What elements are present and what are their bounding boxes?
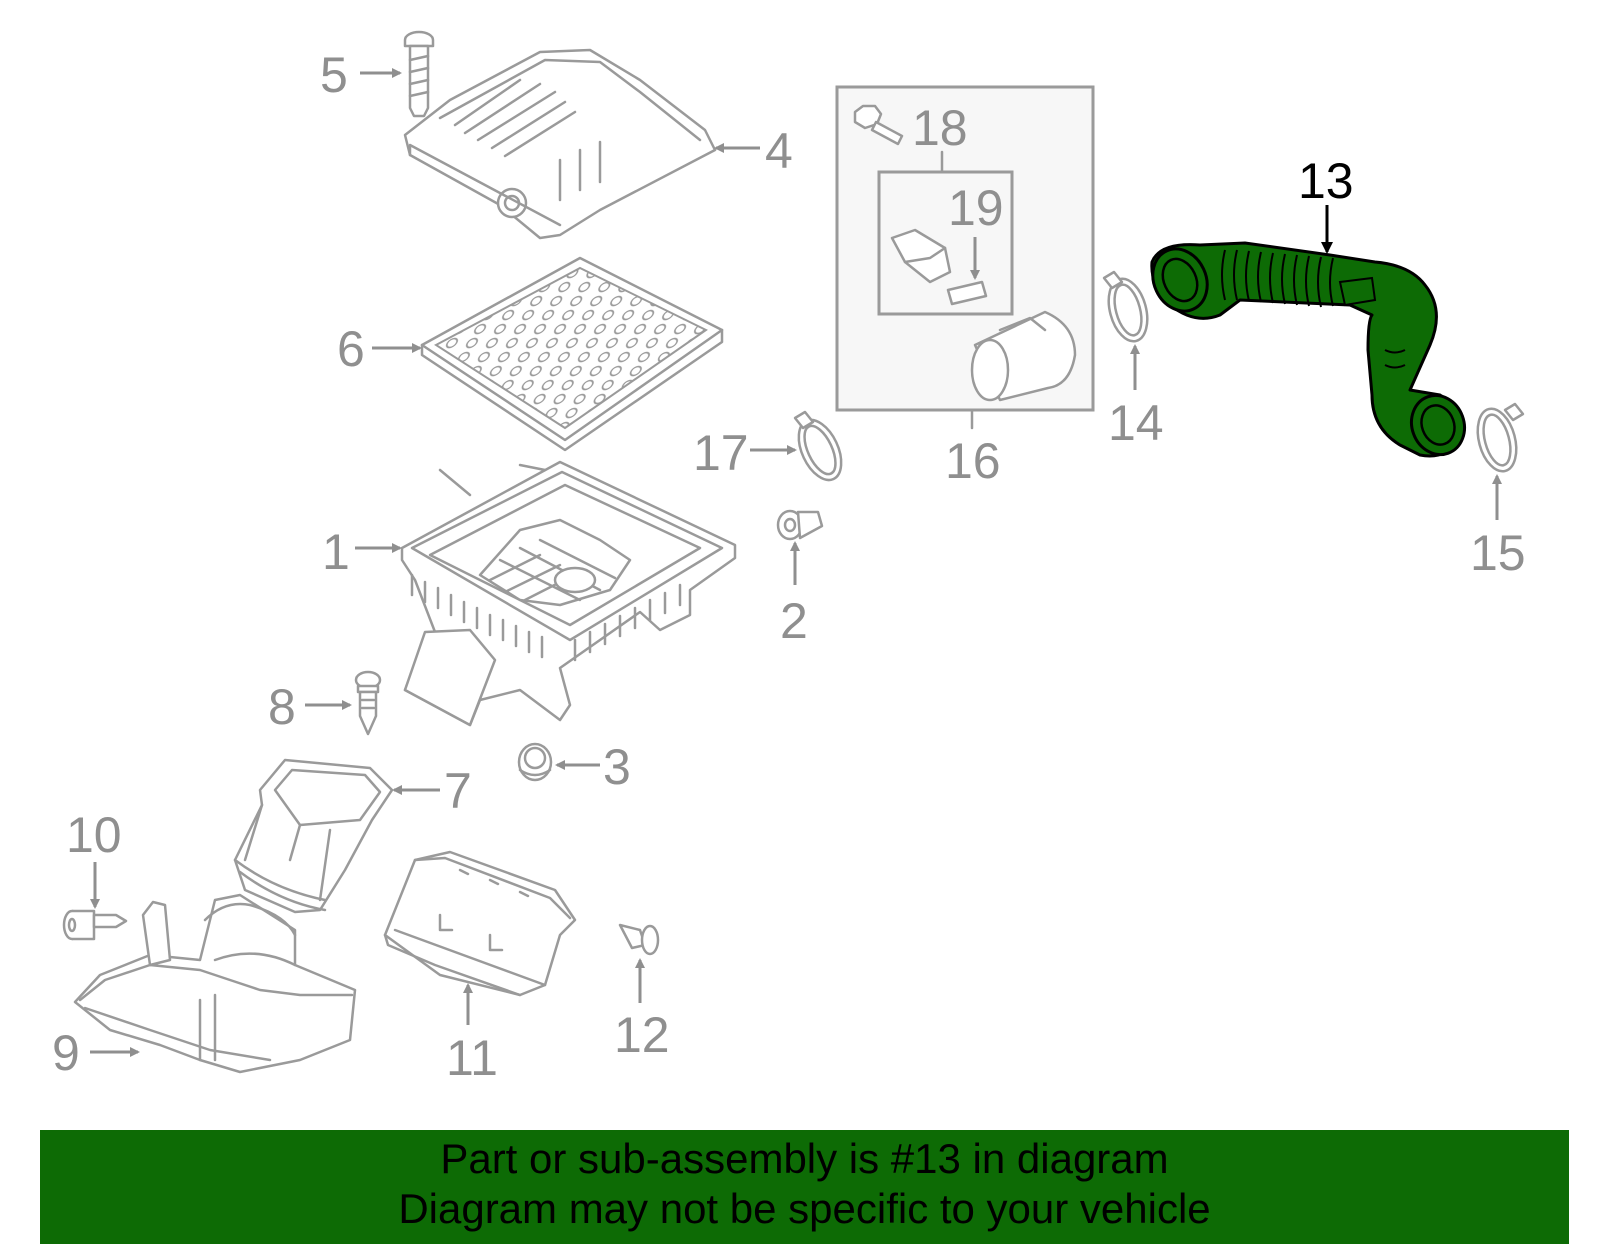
callout-6: 6 — [337, 321, 365, 377]
callout-19: 19 — [948, 180, 1004, 236]
callout-14: 14 — [1108, 395, 1164, 451]
callout-15: 15 — [1470, 525, 1526, 581]
leader-lines — [90, 68, 1502, 1057]
part-17-clamp[interactable] — [790, 410, 850, 487]
part-16-maf-assembly[interactable] — [835, 85, 1095, 430]
part-10-clip[interactable] — [62, 909, 128, 941]
callout-10: 10 — [66, 807, 122, 863]
callout-4: 4 — [765, 123, 793, 179]
part-12-clip[interactable] — [618, 923, 660, 956]
part-11-cover[interactable] — [383, 850, 577, 997]
part-3-grommet[interactable] — [517, 742, 553, 782]
part-2-grommet[interactable] — [776, 509, 824, 541]
callout-5: 5 — [320, 47, 348, 103]
part-8-pushpin[interactable] — [354, 670, 382, 736]
callout-11: 11 — [446, 1030, 498, 1086]
part-13-intake-hose[interactable] — [1143, 240, 1473, 462]
banner-line-2: Diagram may not be specific to your vehi… — [398, 1185, 1211, 1232]
part-5-bolt[interactable] — [403, 30, 435, 118]
callout-8: 8 — [268, 679, 296, 735]
part-6-filter[interactable] — [420, 256, 724, 452]
part-4-cover[interactable] — [403, 48, 717, 240]
callout-12: 12 — [614, 1007, 670, 1063]
callout-18: 18 — [912, 100, 968, 156]
part-1-housing[interactable] — [400, 460, 737, 727]
callout-13: 13 — [1298, 153, 1354, 209]
callout-2: 2 — [780, 593, 808, 649]
info-banner: Part or sub-assembly is #13 in diagram D… — [40, 1130, 1569, 1244]
callout-9: 9 — [52, 1025, 80, 1081]
callout-16: 16 — [945, 433, 1001, 489]
banner-line-1: Part or sub-assembly is #13 in diagram — [440, 1135, 1169, 1182]
callout-labels: 5 4 6 1 2 3 8 7 10 9 11 12 17 16 18 19 1… — [52, 47, 1526, 1086]
callout-17: 17 — [693, 425, 749, 481]
part-14-clamp[interactable] — [1102, 270, 1153, 346]
callout-7: 7 — [444, 763, 472, 819]
part-7-duct[interactable] — [233, 758, 394, 914]
part-15-clamp[interactable] — [1471, 402, 1525, 476]
callout-3: 3 — [603, 739, 631, 795]
callout-1: 1 — [322, 524, 350, 580]
part-9-intake[interactable] — [73, 893, 357, 1074]
